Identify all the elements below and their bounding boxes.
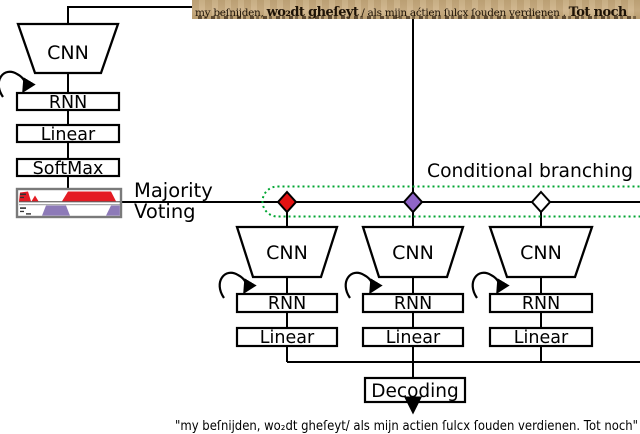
vote-red-spike	[31, 195, 39, 202]
linear-label-branch-1: Linear	[260, 328, 315, 348]
cnn-block-branch-1	[235, 225, 339, 279]
connector-edges	[67, 6, 640, 379]
recurrent-loop-icon-branch-3	[471, 271, 510, 299]
rnn-label-left: RNN	[49, 93, 87, 113]
linear-label-branch-3: Linear	[514, 328, 569, 348]
rnn-box-left	[15, 91, 121, 112]
rnn-label-branch-3: RNN	[522, 294, 560, 314]
majority-voting-label-line2: Voting	[134, 200, 196, 223]
cnn-label-branch-3: CNN	[520, 242, 562, 264]
conditional-branching-region	[261, 185, 640, 218]
linear-box-left	[15, 123, 121, 144]
branch-diamond-red	[276, 190, 298, 214]
recurrent-loop-icon-branch-2	[344, 271, 383, 299]
cnn-block-branch-2	[361, 225, 465, 279]
softmax-box-left	[15, 157, 121, 178]
input-scan-image: my beſnijden, wo₂dt gheſeyt / als mijn a…	[192, 0, 640, 19]
linear-box-branch-3	[488, 326, 594, 348]
linear-box-branch-1	[235, 326, 339, 348]
rnn-box-branch-2	[361, 292, 465, 314]
recurrent-loop-icon-left	[0, 70, 36, 98]
rnn-label-branch-2: RNN	[394, 294, 432, 314]
linear-label-branch-2: Linear	[386, 328, 441, 348]
linear-box-branch-2	[361, 326, 465, 348]
majority-voting-label-line1: Majority	[134, 179, 213, 202]
linear-label-left: Linear	[41, 125, 96, 145]
rnn-label-branch-1: RNN	[268, 294, 306, 314]
cnn-label-left: CNN	[47, 42, 89, 64]
vote-purple-blob-left	[42, 205, 70, 216]
recurrent-loop-icon-branch-1	[218, 271, 257, 299]
branch-diamond-purple	[402, 190, 424, 214]
cnn-label-branch-1: CNN	[266, 242, 308, 264]
branch-diamond-white	[530, 190, 552, 214]
vote-purple-blob-right	[106, 205, 120, 216]
scan-partial-next-line	[198, 16, 636, 19]
rnn-box-branch-3	[488, 292, 594, 314]
scan-text-segment-blackletter: wo₂dt gheſeyt	[266, 5, 359, 19]
cnn-label-branch-2: CNN	[392, 242, 434, 264]
vote-red-blob-large	[62, 191, 116, 202]
transcription-output-text: "my beſnijden, wo₂dt gheſeyt/ als mijn a…	[175, 419, 638, 434]
softmax-label-left: SoftMax	[33, 159, 104, 179]
decoding-label: Decoding	[371, 381, 458, 402]
scan-text-segment-blackletter: Tot noch	[568, 5, 628, 19]
conditional-branching-label: Conditional branching	[427, 160, 633, 182]
cnn-block-left	[16, 22, 120, 75]
cnn-block-branch-3	[488, 225, 594, 279]
rnn-box-branch-1	[235, 292, 339, 314]
vote-probability-image	[15, 187, 123, 219]
